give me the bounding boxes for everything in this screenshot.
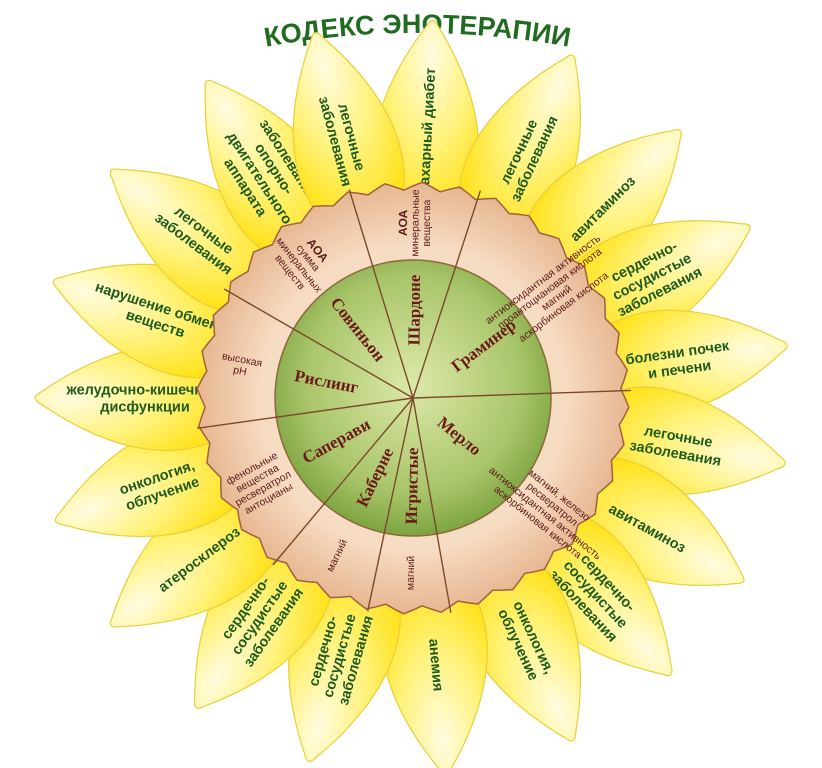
petal-label-line: анемия (425, 638, 446, 692)
wine-properties: АОАминеральныевещества (396, 189, 434, 257)
wine-name: Игристые (402, 447, 422, 525)
sector-divider (412, 389, 631, 399)
wine-properties: магний (405, 556, 418, 591)
wine-property: АОА (396, 209, 410, 236)
sector-divider (366, 397, 414, 612)
wine-property: вещества (421, 199, 433, 246)
sector-divider (412, 190, 482, 399)
sector-divider (348, 189, 414, 399)
wine-property: минеральные (409, 189, 422, 256)
petal-label-line: дисфункции (100, 400, 190, 416)
petal-label: сахарный диабет (417, 67, 440, 193)
wine-property: магний (405, 556, 418, 591)
sector-divider (272, 397, 414, 566)
sector-divider (412, 397, 452, 613)
sector-divider (223, 288, 414, 399)
petal: сердечно-сосудистыезаболевания (193, 520, 337, 709)
petal-label-line: желудочно-кишечные (65, 383, 223, 399)
petal-label: сердечно-сосудистыезаболевания (213, 566, 307, 670)
petal-label: анемия (425, 638, 446, 692)
wine-name: Шардоне (404, 274, 424, 345)
wine-property: pH (232, 364, 247, 378)
petal-label-line: сахарный диабет (417, 67, 440, 193)
sector-divider (197, 397, 414, 430)
